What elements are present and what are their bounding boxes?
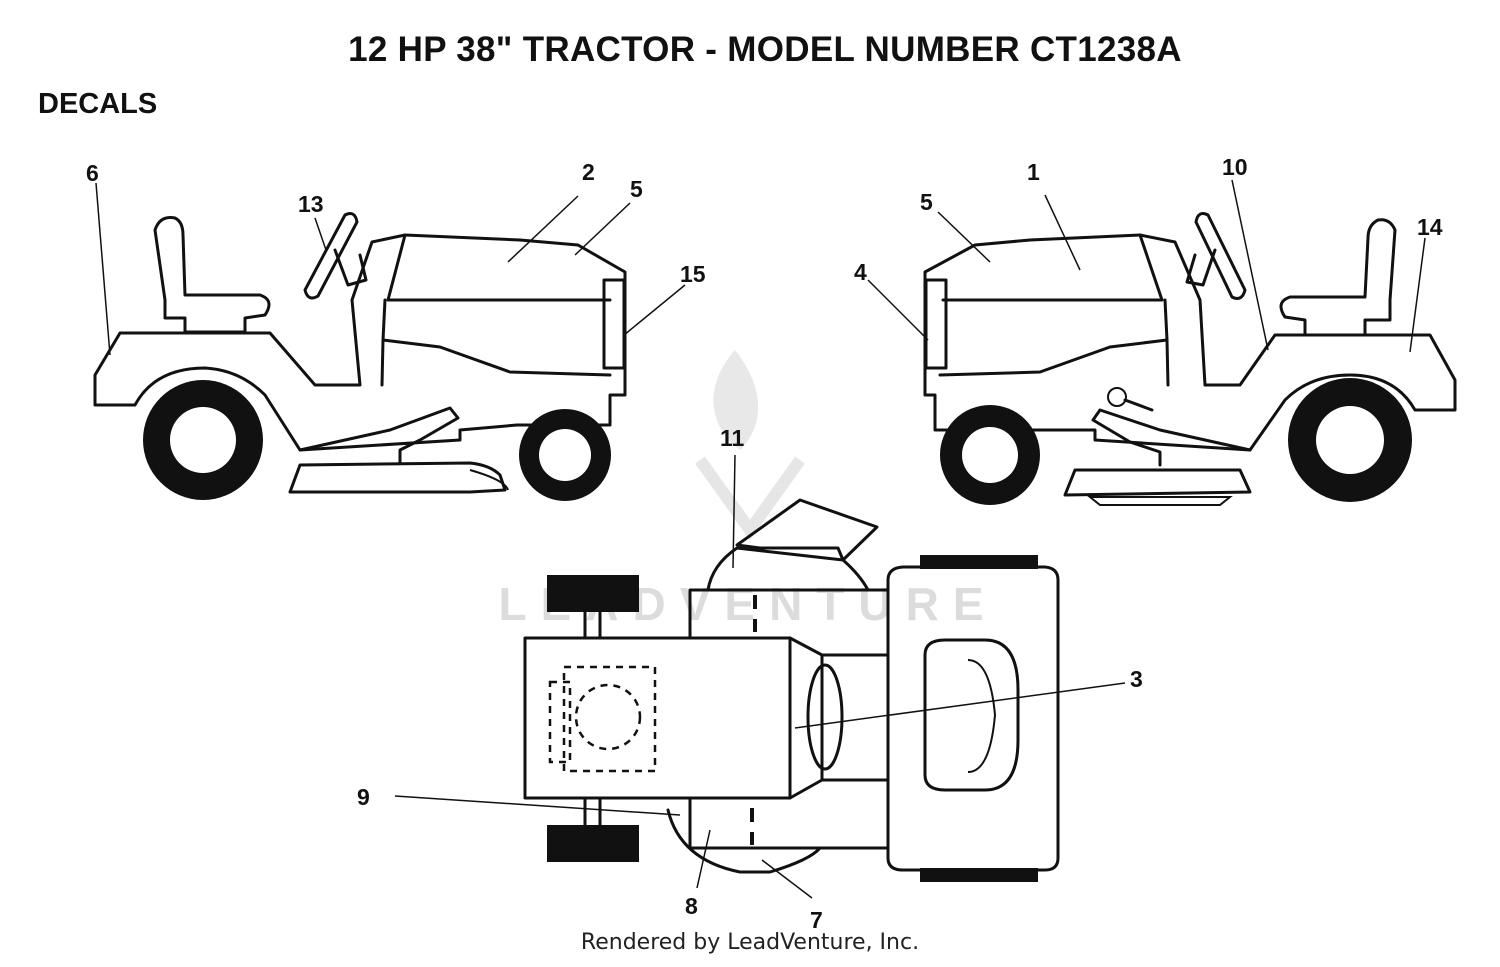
leader-5b — [937, 211, 991, 263]
hood-lower — [381, 338, 612, 377]
footer-credit: Rendered by LeadVenture, Inc. — [580, 930, 920, 955]
leader-7 — [761, 859, 813, 899]
right-side-view: 1 5 4 10 14 — [854, 154, 1457, 506]
callout-9: 8 — [685, 893, 698, 919]
steering-column — [820, 653, 890, 782]
steering-wheel-top — [806, 663, 844, 771]
engine-flywheel — [574, 683, 642, 751]
seat-back — [967, 659, 997, 773]
section-heading: DECALS — [38, 88, 158, 120]
front-wheel-hub — [962, 427, 1018, 483]
leader-14 — [1409, 237, 1426, 353]
leader-2 — [1044, 194, 1081, 271]
leader-5a — [574, 202, 631, 256]
grille — [924, 278, 948, 370]
watermark-flame-icon — [713, 350, 759, 450]
leader-9 — [696, 829, 711, 889]
leader-4 — [867, 279, 929, 341]
steering-wheel — [1194, 212, 1247, 300]
footrest — [1091, 408, 1252, 467]
callout-1: 3 — [1130, 666, 1143, 692]
front-tire-top — [547, 575, 639, 612]
callout-5: 5 — [630, 176, 643, 202]
callout-8: 10 — [1222, 154, 1248, 180]
mower-deck-bottom — [666, 808, 825, 874]
left-side-view: 6 13 2 5 15 — [86, 159, 706, 501]
leader-15 — [623, 284, 686, 336]
callout-10: 9 — [357, 784, 370, 810]
steering-wheel — [303, 212, 359, 300]
top-view: 3 11 9 8 7 — [357, 425, 1143, 933]
callout-13: 13 — [298, 191, 324, 217]
callout-3: 2 — [582, 159, 595, 185]
leader-10 — [394, 795, 681, 816]
lift-lever-knob — [1107, 387, 1127, 407]
discharge-chute — [469, 469, 509, 491]
rear-wheel-hub — [170, 407, 236, 473]
mower-deck — [1063, 468, 1252, 497]
leader-3 — [507, 195, 579, 263]
deck-skirt — [1087, 496, 1233, 506]
callout-5: 5 — [920, 189, 933, 215]
leader-6 — [95, 182, 111, 356]
callout-11: 11 — [720, 425, 745, 451]
side-panel — [380, 298, 387, 387]
callout-14: 14 — [1417, 214, 1443, 240]
hood-line — [941, 233, 1164, 302]
front-tire-bottom — [547, 825, 639, 862]
mower-deck-top — [706, 546, 870, 592]
hood — [523, 636, 792, 800]
callout-7: 7 — [810, 907, 823, 933]
hood-lower — [938, 338, 1169, 377]
page-title: 12 HP 38" TRACTOR - MODEL NUMBER CT1238A — [348, 30, 1182, 69]
leader-1 — [794, 682, 1126, 729]
lift-lever — [1123, 398, 1154, 412]
side-panel — [1163, 298, 1170, 387]
front-wheel-hub — [539, 429, 591, 481]
dash-panel — [788, 636, 824, 800]
seat — [1279, 218, 1397, 337]
seat — [153, 216, 271, 334]
seat-top — [923, 638, 1020, 792]
callout-6: 6 — [86, 160, 99, 186]
hood-line — [386, 233, 612, 302]
rear-fender — [886, 565, 1060, 872]
callout-2: 1 — [1027, 159, 1040, 185]
mower-deck — [288, 461, 507, 494]
rear-fender — [93, 233, 627, 452]
frame-bottom — [688, 796, 890, 850]
watermark-v-icon — [695, 456, 805, 541]
rear-wheel-hub — [1316, 406, 1384, 474]
steering-column — [1185, 248, 1217, 287]
grille — [602, 278, 626, 370]
leader-11 — [732, 454, 736, 569]
frame-top — [688, 588, 890, 640]
footrest — [298, 406, 460, 464]
engine-outline-2 — [548, 680, 572, 764]
callout-15: 15 — [680, 261, 706, 287]
callout-4: 4 — [854, 259, 867, 285]
engine-outline — [562, 665, 657, 773]
leader-8 — [1231, 179, 1269, 351]
leader-13 — [314, 217, 327, 251]
